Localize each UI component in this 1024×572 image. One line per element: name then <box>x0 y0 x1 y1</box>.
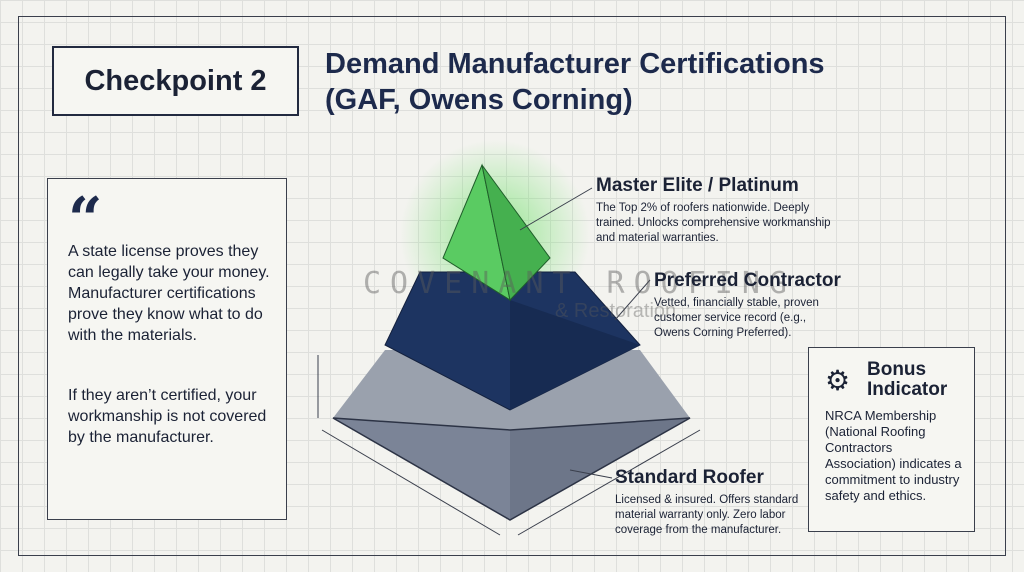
title-line-2: (GAF, Owens Corning) <box>325 84 633 116</box>
bonus-title-1: Bonus <box>867 359 927 380</box>
tier-preferred <box>384 271 641 411</box>
page-title: Demand Manufacturer Certifications (GAF,… <box>325 46 825 118</box>
title-line-1: Demand Manufacturer Certifications <box>325 48 825 80</box>
outer-frame <box>18 16 1006 556</box>
tier-desc: Vetted, financially stable, proven custo… <box>654 297 819 339</box>
quote-paragraph-2: If they aren’t certified, your workmansh… <box>68 387 267 446</box>
checkpoint-badge: Checkpoint 2 <box>52 46 299 116</box>
bonus-title-2: Indicator <box>867 379 948 400</box>
tier-label-master-elite: Master Elite / Platinum The Top 2% of ro… <box>596 175 846 246</box>
bonus-card: ⚙ Bonus Indicator NRCA Membership (Natio… <box>808 347 975 532</box>
tier-title: Master Elite / Platinum <box>596 175 799 196</box>
tier-master-elite <box>442 163 551 302</box>
tier-label-standard: Standard Roofer Licensed & insured. Offe… <box>615 467 800 538</box>
quote-icon: “ <box>68 185 103 255</box>
quote-paragraph-1: A state license proves they can legally … <box>68 243 270 344</box>
watermark-sub: & Restoration <box>555 300 677 322</box>
tier-desc: Licensed & insured. Offers standard mate… <box>615 494 799 536</box>
quote-card: “ A state license proves they can legall… <box>47 178 287 520</box>
watermark-logo: COVENANT ROOFING <box>363 266 796 301</box>
gears-icon: ⚙ <box>825 365 851 396</box>
bonus-title: Bonus Indicator <box>867 360 947 400</box>
tier-desc: The Top 2% of roofers nationwide. Deeply… <box>596 202 831 244</box>
bonus-text: NRCA Membership (National Roofing Contra… <box>825 408 962 503</box>
tier-title: Standard Roofer <box>615 467 764 488</box>
tier-title: Preferred Contractor <box>654 270 841 291</box>
tier-label-preferred: Preferred Contractor Vetted, financially… <box>654 270 844 341</box>
